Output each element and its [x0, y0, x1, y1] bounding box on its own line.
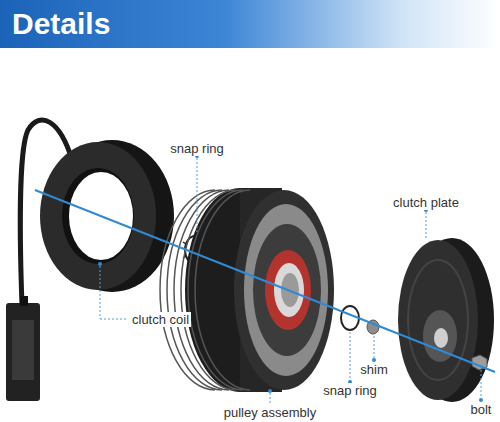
part-label: bolt	[469, 402, 494, 417]
part-label: snap ring	[321, 383, 378, 398]
part-label: shim	[358, 362, 389, 377]
part-label: snap ring	[168, 141, 225, 156]
page-title: Details	[12, 7, 110, 41]
part-label: clutch plate	[391, 195, 461, 210]
part-label: clutch coil	[130, 312, 191, 327]
part-label: pulley assembly	[222, 405, 319, 420]
